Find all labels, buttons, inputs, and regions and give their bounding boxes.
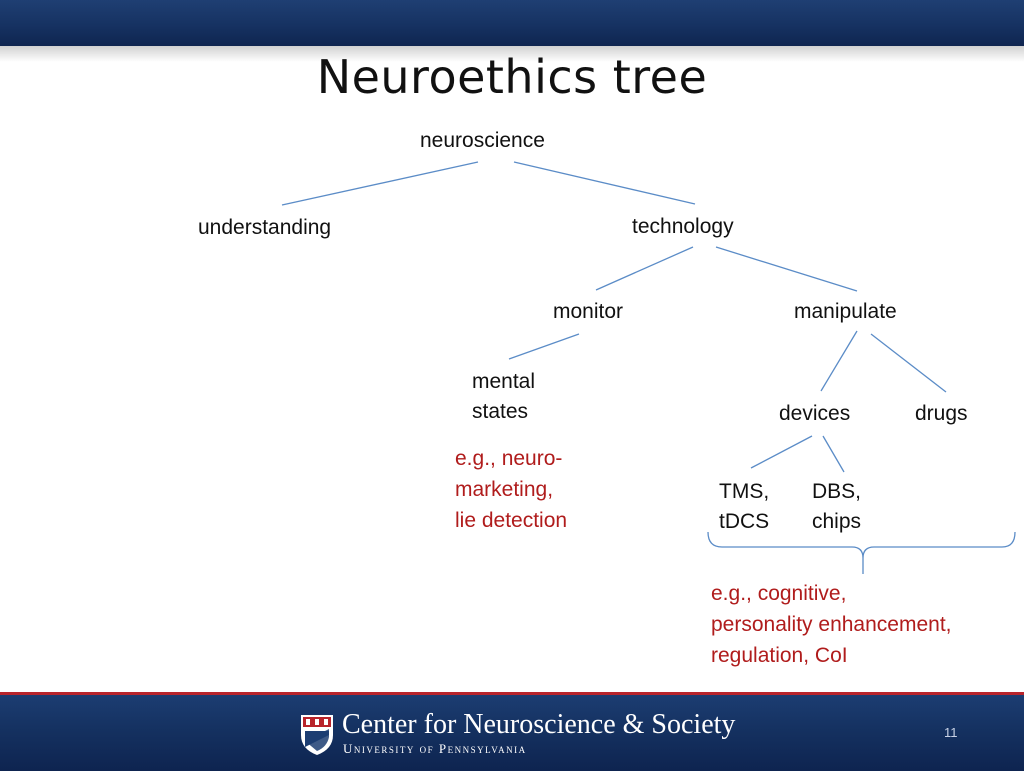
note-manipulate-example: e.g., cognitive, personality enhancement… (711, 578, 952, 671)
dbs-line-1: DBS, (812, 480, 862, 503)
mental-states-line-2: states (472, 400, 529, 423)
slide-number: 11 (944, 725, 958, 740)
edge-devices-dbs (822, 435, 845, 473)
edge-technology-manipulate (715, 246, 858, 292)
node-understanding: understanding (198, 216, 332, 239)
mental-states-line-1: mental (472, 370, 536, 393)
edge-neuroscience-technology (513, 161, 696, 205)
node-manipulate: manipulate (794, 300, 897, 323)
edge-monitor-mental-states (508, 333, 580, 360)
banner-shadow (0, 46, 1024, 62)
node-tms-tdcs: TMS, tDCS (719, 477, 769, 537)
edge-neuroscience-understanding (281, 161, 479, 206)
edge-devices-tms (750, 435, 813, 469)
monitor-example-line-2: marketing, (455, 478, 554, 501)
node-devices: devices (779, 402, 851, 425)
monitor-example-line-3: lie detection (455, 509, 568, 532)
dbs-line-2: chips (812, 510, 862, 533)
note-monitor-example: e.g., neuro- marketing, lie detection (455, 443, 567, 536)
manipulate-example-line-3: regulation, CoI (711, 644, 848, 667)
tms-line-2: tDCS (719, 510, 770, 533)
penn-shield-icon (301, 715, 333, 755)
node-monitor: monitor (553, 300, 624, 323)
monitor-example-line-1: e.g., neuro- (455, 447, 563, 470)
center-name: Center for Neuroscience & Society (342, 709, 736, 740)
slide-title: Neuroethics tree (316, 50, 708, 104)
manipulate-example-line-1: e.g., cognitive, (711, 582, 847, 605)
node-mental-states: mental states (472, 367, 535, 427)
node-technology: technology (632, 215, 734, 238)
manipulate-example-line-2: personality enhancement, (711, 613, 952, 636)
node-drugs: drugs (915, 402, 968, 425)
node-neuroscience: neuroscience (420, 129, 545, 152)
edge-technology-monitor (595, 246, 694, 291)
university-name: University of Pennsylvania (343, 741, 527, 756)
footer-bar: Center for Neuroscience & Society Univer… (0, 692, 1024, 771)
edge-manipulate-devices (820, 330, 858, 392)
node-dbs-chips: DBS, chips (812, 477, 861, 537)
tms-line-1: TMS, (719, 480, 770, 503)
edge-manipulate-drugs (870, 333, 947, 393)
top-banner (0, 0, 1024, 46)
